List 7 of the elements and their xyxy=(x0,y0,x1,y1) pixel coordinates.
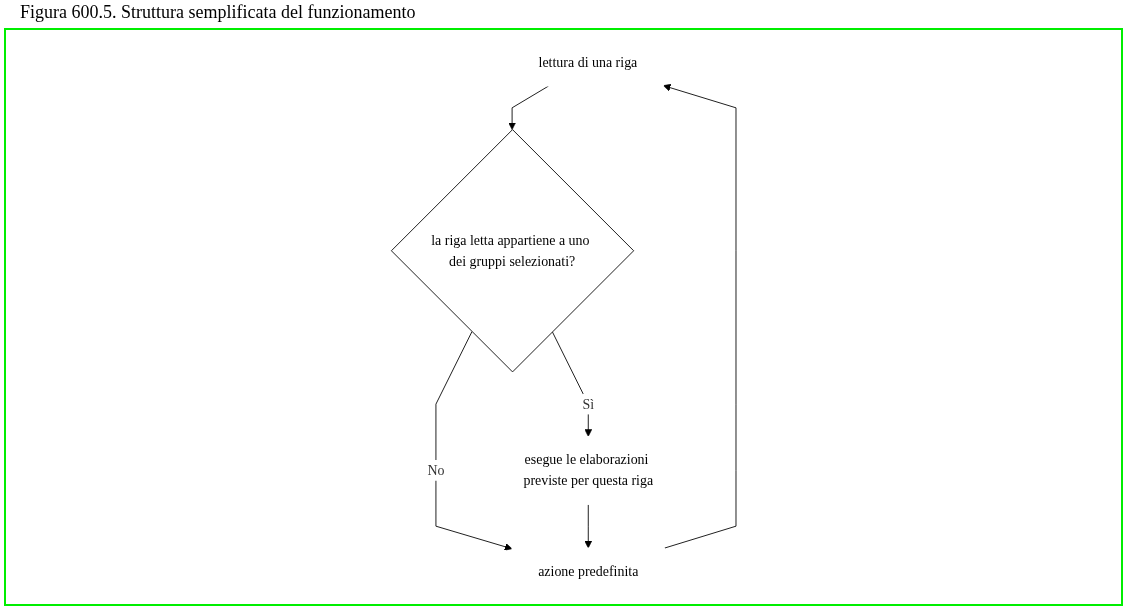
edge-label: Sì xyxy=(582,396,594,412)
node-text: lettura di una riga xyxy=(538,54,638,70)
node-diamond: la riga letta appartiene a uno dei gruppi selezionati? xyxy=(390,129,634,373)
node-text: azione predefinita xyxy=(537,563,639,579)
edge-label: No xyxy=(427,462,445,478)
figure-title: Figura 600.5. Struttura semplificata del funzionamento xyxy=(19,1,417,24)
node-text: esegue le elaborazioni previste per questa riga xyxy=(523,452,653,488)
